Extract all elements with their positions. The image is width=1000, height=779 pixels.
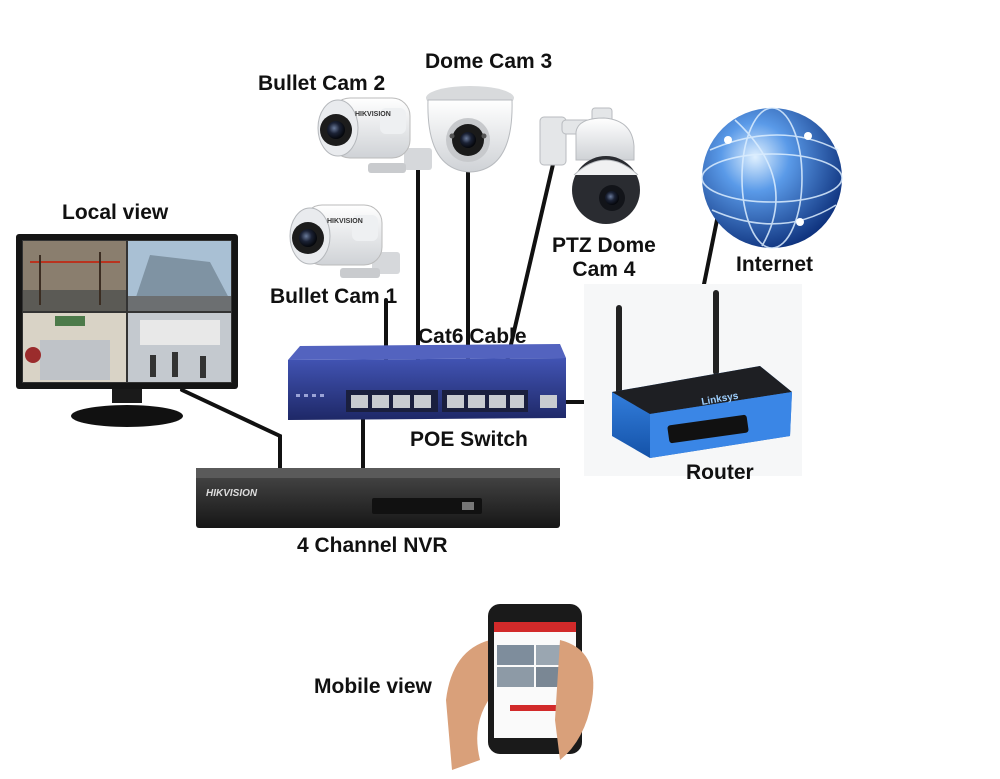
label-internet: Internet xyxy=(736,253,814,276)
bullet-cam-2-brand: HIKVISION xyxy=(355,111,391,118)
bullet-cam-1-brand: HIKVISION xyxy=(327,218,363,225)
label-poe-switch: POE Switch xyxy=(410,428,528,451)
label-local-view: Local view xyxy=(62,201,169,224)
cable-monitor-nvr xyxy=(180,388,282,480)
internet-globe xyxy=(701,107,843,249)
label-mobile-view: Mobile view xyxy=(314,675,432,698)
monitor xyxy=(16,234,238,427)
camera-feed-tiles xyxy=(23,241,231,382)
label-nvr: 4 Channel NVR xyxy=(297,534,448,557)
label-dome-cam-3: Dome Cam 3 xyxy=(425,50,553,73)
nvr: HIKVISION xyxy=(196,468,560,528)
poe-switch xyxy=(288,344,566,420)
bullet-cam-2: HIKVISION xyxy=(317,97,432,173)
mobile-phone xyxy=(446,604,594,770)
label-bullet-cam-1: Bullet Cam 1 xyxy=(270,285,398,308)
label-router: Router xyxy=(686,461,754,484)
dome-cam-3 xyxy=(426,86,514,173)
ptz-dome-cam-4 xyxy=(539,107,640,224)
label-bullet-cam-2: Bullet Cam 2 xyxy=(258,72,386,95)
label-cat6-cable: Cat6 Cable xyxy=(418,325,527,348)
label-ptz-dome-cam-4: PTZ Dome Cam 4 xyxy=(552,234,656,282)
label-ptz-line1: PTZ Dome xyxy=(552,234,656,257)
label-ptz-line2: Cam 4 xyxy=(572,258,636,282)
nvr-brand: HIKVISION xyxy=(206,488,258,499)
bullet-cam-1: HIKVISION xyxy=(289,204,400,278)
router: Linksys xyxy=(584,284,802,476)
